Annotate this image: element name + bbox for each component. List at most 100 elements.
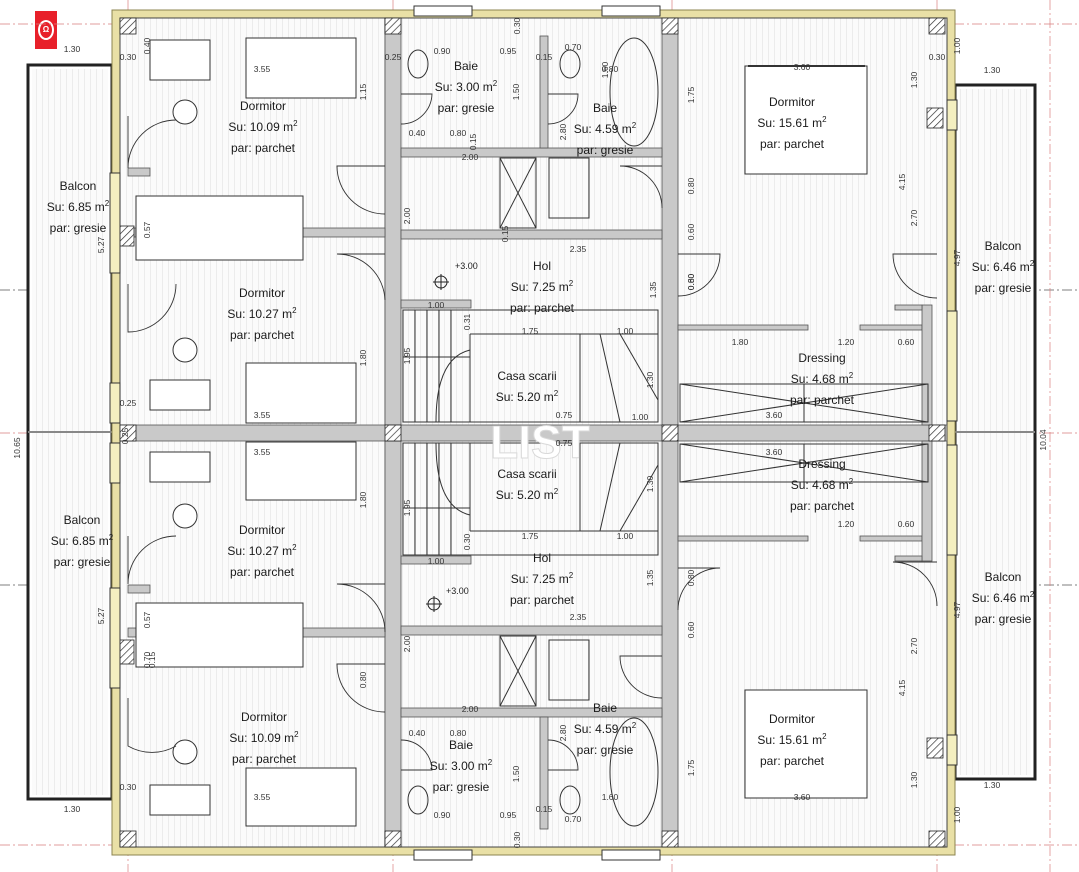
dressing-racks [679,383,929,483]
dimension-label: 5.27 [96,236,106,253]
overall-dim-left: 10.65 [12,437,22,459]
room-area: Su: 5.20 m2 [496,487,559,502]
dimension-label: 1.60 [602,792,619,802]
room-area: Su: 6.46 m2 [972,590,1035,605]
dimension-label: 2.70 [909,637,919,654]
room-name: Casa scarii [497,369,556,383]
dimension-label: 1.30 [64,804,81,814]
room-name: Dormitor [769,712,815,726]
dimension-label: 0.90 [434,810,451,820]
balconies [26,63,1037,801]
room-name: Balcon [985,570,1022,584]
level-label: +3.00 [455,261,478,271]
dimension-label: 1.30 [645,475,655,492]
dimension-label: 0.60 [686,223,696,240]
room-floor: par: parchet [760,137,825,151]
room-area: Su: 15.61 m2 [757,732,827,747]
dimension-label: 2.00 [402,635,412,652]
room-name: Balcon [60,179,97,193]
room-area: Su: 6.85 m2 [51,533,114,548]
dimension-label: 0.15 [147,651,157,668]
room-floor: par: gresie [433,780,490,794]
room-floor: par: parchet [790,393,855,407]
dimension-label: 0.80 [450,128,467,138]
room-area: Su: 3.00 m2 [435,79,498,94]
dimension-label: 1.75 [522,531,539,541]
room-floor: par: gresie [438,101,495,115]
level-label: +3.00 [446,586,469,596]
dimension-label: 1.50 [511,83,521,100]
dimension-label: 0.40 [409,128,426,138]
room-area: Su: 4.59 m2 [574,121,637,136]
room-area: Su: 10.09 m2 [229,730,299,745]
dimension-label: 0.30 [462,533,472,550]
room-area: Su: 7.25 m2 [511,279,574,294]
dimension-label: 3.60 [766,447,783,457]
dimension-label: 1.95 [402,499,412,516]
dimension-label: 4.15 [897,679,907,696]
room-name: Baie [593,101,617,115]
dimension-label: 1.20 [838,519,855,529]
dimension-label: 0.80 [358,671,368,688]
dimension-label: 1.95 [402,347,412,364]
dimension-label: 1.30 [909,771,919,788]
dimension-label: 3.55 [254,792,271,802]
dimension-label: 0.40 [409,728,426,738]
dimension-label: 2.35 [570,244,587,254]
dimension-label: 3.55 [254,410,271,420]
dimension-label: 0.60 [898,519,915,529]
dimension-label: 1.75 [686,86,696,103]
room-floor: par: gresie [50,221,107,235]
dimension-label: 1.30 [984,65,1001,75]
room-name: Dormitor [239,523,285,537]
dimension-label: 0.95 [500,46,517,56]
dimension-label: 0.75 [556,438,573,448]
dimension-label: 0.95 [500,810,517,820]
dimension-label: 0.80 [686,177,696,194]
dimension-label: 0.30 [929,52,946,62]
dimension-label: 0.25 [120,427,130,444]
room-area: Su: 6.85 m2 [47,199,110,214]
dimension-label: 3.60 [794,62,811,72]
dimension-label: 0.31 [462,313,472,330]
room-name: Hol [533,551,551,565]
dimension-label: 0.60 [686,273,696,290]
dimension-label: 1.30 [64,44,81,54]
dimension-label: 1.75 [522,326,539,336]
dimension-label: 2.80 [558,724,568,741]
dimension-label: 2.70 [909,209,919,226]
dimension-label: 1.00 [617,326,634,336]
room-name: Dressing [798,457,845,471]
room-floor: par: parchet [790,499,855,513]
room-name: Balcon [985,239,1022,253]
dimension-label: 0.80 [602,64,619,74]
room-area: Su: 4.68 m2 [791,477,854,492]
dimension-label: 0.75 [556,410,573,420]
dimension-label: 2.00 [402,207,412,224]
watermark-text: LIST [490,416,590,468]
dimension-label: 1.80 [732,337,749,347]
dimension-label: 0.25 [120,398,137,408]
dimension-label: 1.35 [645,569,655,586]
room-area: Su: 10.27 m2 [227,306,297,321]
dimension-label: 0.70 [142,651,152,668]
dimension-label: 2.35 [570,612,587,622]
room-name: Dormitor [241,710,287,724]
dimension-label: 0.30 [120,52,137,62]
windows [109,5,958,861]
overall-dim-right: 10.04 [1038,429,1048,451]
dimension-label: 1.00 [952,806,962,823]
room-area: Su: 4.59 m2 [574,721,637,736]
dimension-label: 0.15 [536,804,553,814]
room-name: Baie [454,59,478,73]
